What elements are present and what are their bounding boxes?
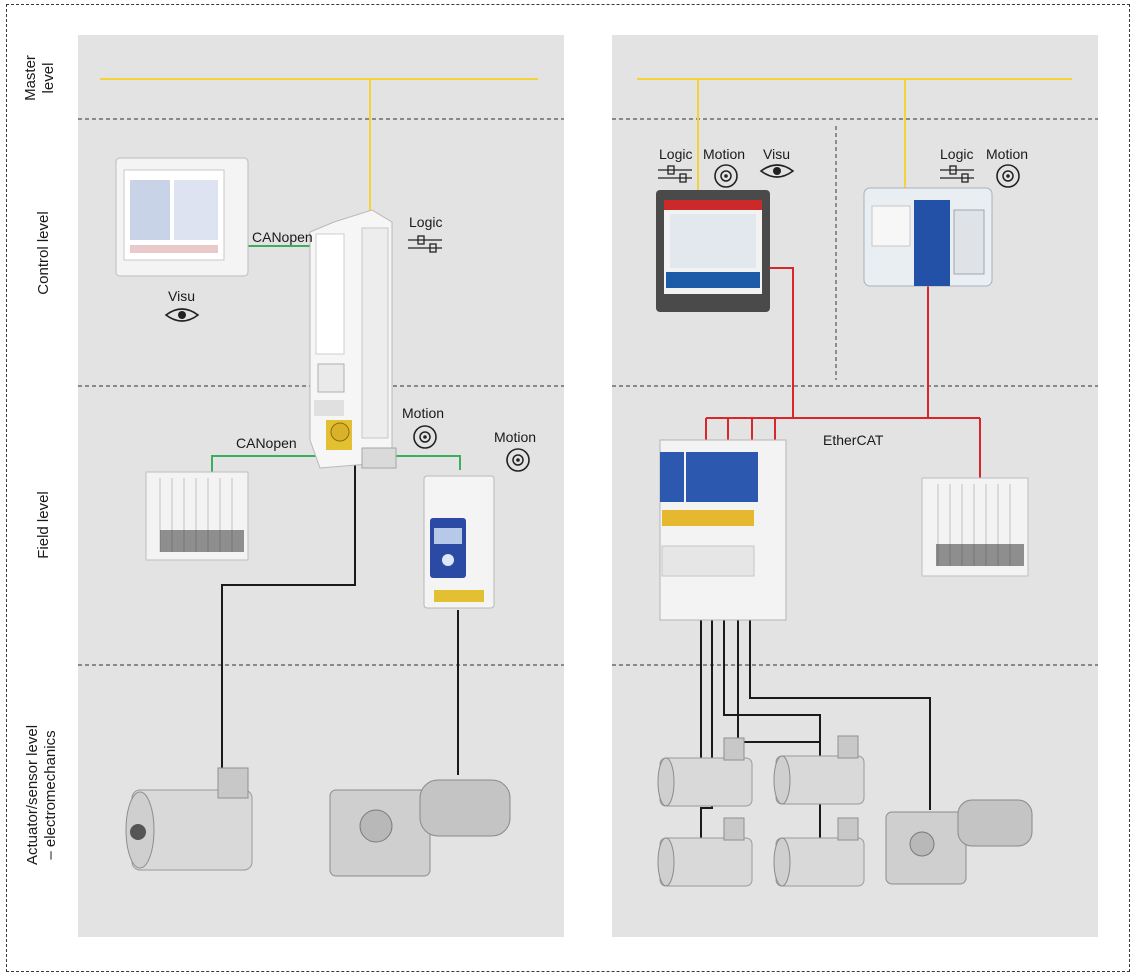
gear-motor-right [885,799,1033,885]
panel-visu-label: Visu [763,146,790,162]
visu-panel-device [115,157,249,277]
ctrl-motion-icon [996,164,1020,188]
gear-motor-left [329,779,511,877]
outer-dashed-frame [6,4,1130,972]
motion-label-controller: Motion [402,405,445,421]
level-separators [78,118,1098,666]
servo-motors-right [657,735,865,887]
panel-motion-label: Motion [703,146,746,162]
panel-logic-label: Logic [659,146,693,162]
panel-controller-device [656,190,770,312]
inverter-device [423,475,495,609]
motion-icon-controller [413,425,437,449]
ctrl-logic-label: Logic [940,146,974,162]
logic-icon [408,235,442,253]
panel-motion-icon [714,164,738,188]
ctrl-logic-icon [940,165,974,183]
visu-label: Visu [168,288,195,304]
canopen-label-field: CANopen [236,435,297,451]
motor-cables [221,462,931,840]
controller-servo-drive [309,209,397,469]
io-module-right [921,477,1029,577]
master-bus [100,78,1072,212]
panel-visu-eye-icon [759,164,795,178]
motion-icon-inverter [506,448,530,472]
ethercat-bus [705,267,981,480]
logic-label: Logic [409,214,443,230]
motion-label-inverter: Motion [494,429,537,445]
canopen-label-top: CANopen [252,229,313,245]
ethercat-label: EtherCAT [823,432,884,448]
modular-controller-device [863,187,993,287]
multi-axis-servo-drives [659,439,787,621]
ctrl-motion-label: Motion [986,146,1029,162]
io-module-left [145,471,249,561]
visu-eye-icon [164,308,200,322]
panel-logic-icon [658,165,692,183]
servo-motor-left [125,767,253,871]
